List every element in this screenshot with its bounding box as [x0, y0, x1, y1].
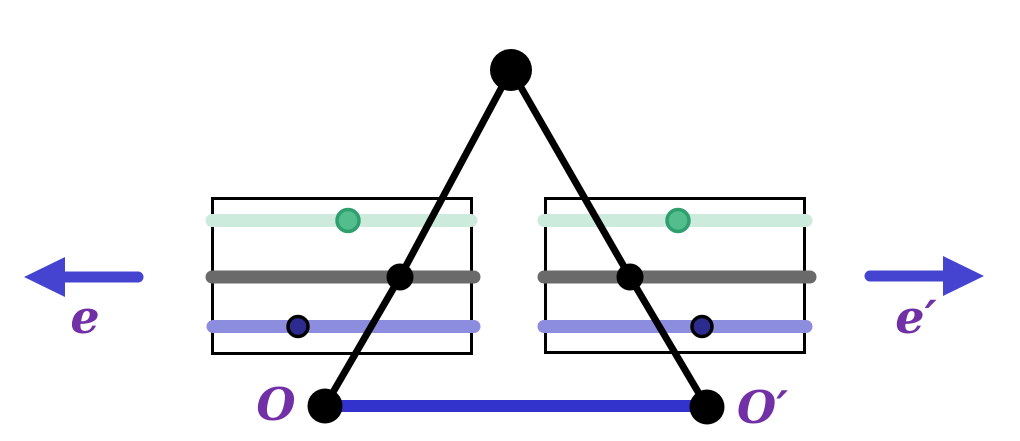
- right-green-marker: [665, 207, 691, 234]
- right-arrow-icon: [864, 256, 984, 296]
- right-origin-label: O′: [737, 381, 788, 434]
- left-arrowhead: [24, 257, 65, 297]
- left-navy-marker: [286, 314, 310, 339]
- right-branch-node: [616, 263, 644, 291]
- left-green-marker: [335, 207, 361, 234]
- left-arrow-label: e: [70, 290, 99, 344]
- left-origin-label: O: [256, 378, 295, 431]
- right-arrow-label: e′: [895, 290, 936, 344]
- left-origin-node: [307, 388, 343, 424]
- right-origin-node: [689, 389, 725, 425]
- right-navy-marker: [690, 314, 714, 339]
- left-arrow-icon: [24, 257, 144, 297]
- right-arrowhead: [943, 256, 984, 296]
- apex-node: [490, 49, 532, 91]
- left-branch-node: [386, 263, 414, 291]
